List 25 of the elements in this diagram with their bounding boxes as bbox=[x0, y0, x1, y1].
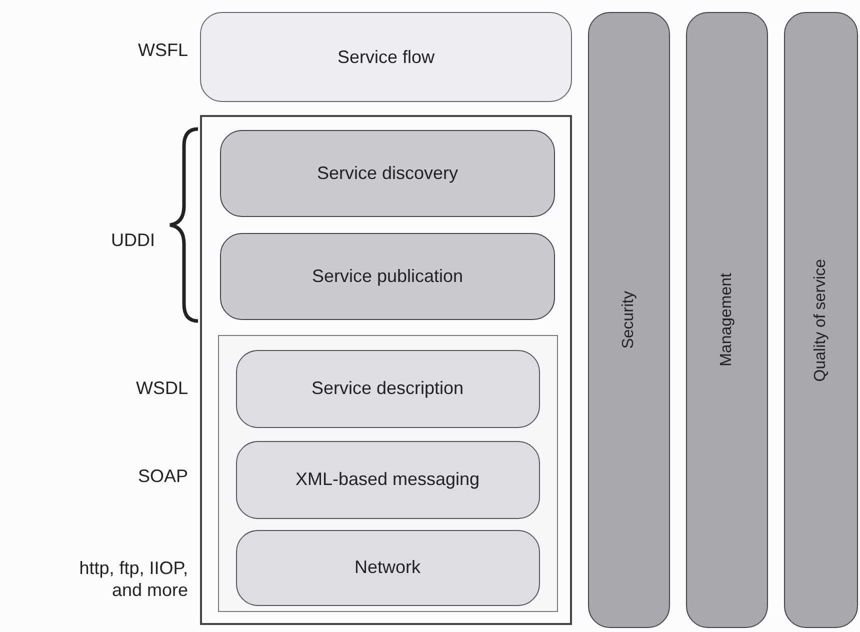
layer-box bbox=[236, 530, 540, 606]
layer-box bbox=[200, 12, 572, 102]
protocol-label: UDDI bbox=[110, 230, 155, 252]
layer-box bbox=[220, 130, 555, 217]
layer-label: Service publication bbox=[312, 266, 464, 287]
protocol-label: WSFL bbox=[136, 40, 188, 62]
layer-label: Network bbox=[354, 557, 420, 578]
layer-label: Security bbox=[620, 291, 638, 349]
group-frame bbox=[200, 115, 572, 625]
column-bar bbox=[784, 12, 858, 628]
column-bar bbox=[588, 12, 670, 628]
group-frame bbox=[218, 335, 558, 612]
layer-label: Service description bbox=[311, 378, 464, 399]
layer-box bbox=[220, 233, 555, 320]
layer-label: Service discovery bbox=[316, 163, 458, 184]
layer-label: Quality of service bbox=[812, 258, 830, 382]
layer-box bbox=[236, 440, 540, 518]
protocol-label: http, ftp, IIOP, and more bbox=[78, 558, 188, 602]
protocol-label: WSDL bbox=[134, 378, 188, 400]
protocol-label: SOAP bbox=[136, 466, 188, 488]
layer-label: Management bbox=[718, 273, 736, 367]
layer-box bbox=[236, 350, 540, 428]
layer-label: XML-based messaging bbox=[295, 469, 480, 490]
layer-label: Service flow bbox=[337, 46, 435, 68]
column-bar bbox=[686, 12, 768, 628]
